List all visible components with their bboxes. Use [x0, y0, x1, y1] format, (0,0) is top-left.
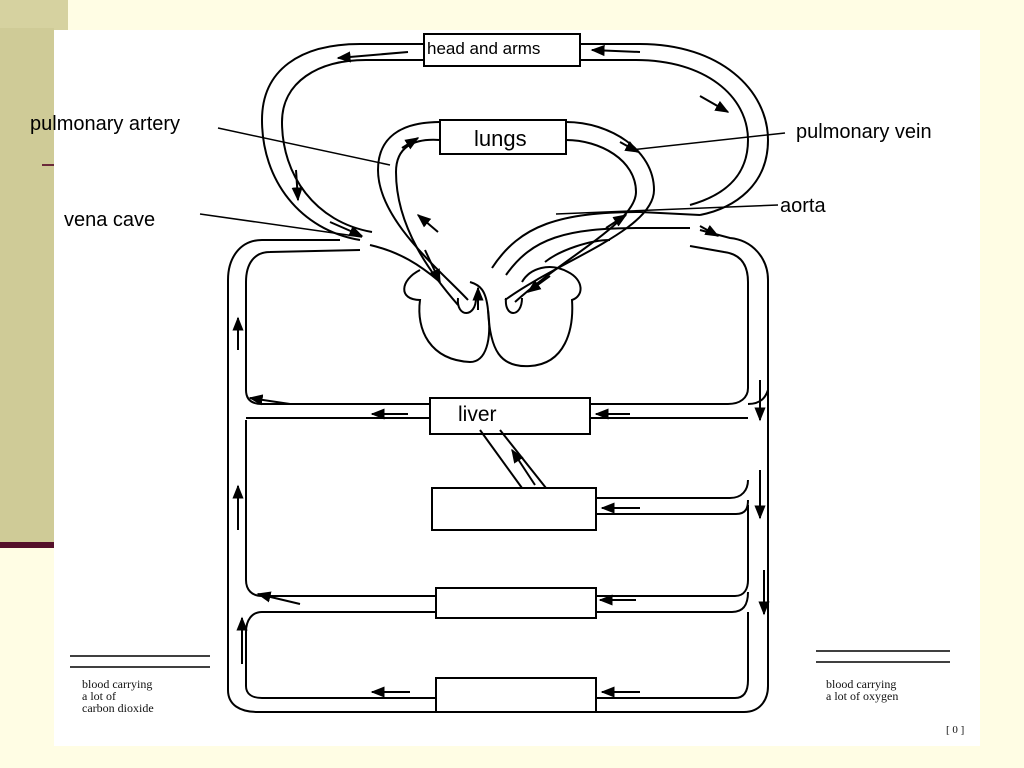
gut-branch-top — [245, 420, 749, 597]
slide-rule — [0, 542, 54, 548]
gut-box — [431, 487, 597, 531]
heart-valve-left — [456, 297, 477, 314]
body-loop-outer — [227, 229, 769, 713]
flow-arrow — [248, 394, 291, 406]
body-loop-inner — [245, 245, 749, 405]
flow-arrow — [699, 224, 720, 237]
head-and-arms-label: head and arms — [427, 39, 541, 58]
lungs-loop-inner — [394, 138, 638, 306]
vena-cave-pointer — [199, 213, 363, 238]
gut-branch-lower — [596, 499, 749, 515]
heart-left-chamber — [403, 269, 491, 364]
flow-arrow — [605, 214, 628, 229]
flow-arrow — [511, 448, 536, 486]
slide-dash — [42, 164, 54, 166]
lungs-box — [439, 119, 567, 155]
legend-deoxygenated-text: blood carrying a lot of carbon dioxide — [82, 677, 154, 715]
lower-branch-upper — [262, 591, 749, 613]
gut-branch-upper — [596, 479, 749, 499]
lungs-label: lungs — [474, 126, 527, 151]
page-number: [ 0 ] — [946, 724, 965, 736]
pulmonary-vein-label: pulmonary vein — [796, 121, 932, 143]
flow-arrow — [699, 95, 730, 113]
lower-branch-left — [245, 611, 749, 699]
heart-inflow-right — [544, 239, 611, 263]
liver-label: liver — [458, 403, 497, 426]
vena-cave-label: vena cave — [64, 209, 156, 231]
aorta-vessel-outer — [491, 210, 701, 269]
aorta-label: aorta — [780, 195, 826, 217]
flow-arrow — [256, 591, 301, 605]
heart-inflow-left — [369, 244, 441, 283]
flow-arrow — [329, 221, 364, 237]
liver-branch-right — [747, 389, 769, 405]
pulmonary-artery-pointer — [217, 127, 391, 166]
pulmonary-artery-label: pulmonary artery — [30, 113, 181, 135]
portal-vein-right — [499, 429, 547, 489]
diagram-canvas — [54, 30, 980, 746]
legs-box — [435, 677, 597, 713]
flow-arrow — [401, 137, 420, 150]
head-loop-outer — [260, 43, 770, 241]
flow-arrow — [590, 44, 641, 57]
flow-arrow — [619, 140, 640, 153]
slide-side-bar-shade — [0, 28, 54, 548]
legend-oxygenated-text: blood carrying a lot of oxygen — [826, 677, 899, 703]
aorta-vessel-inner — [505, 227, 690, 276]
heart-valve-right — [504, 297, 523, 314]
portal-vein-left — [479, 429, 523, 489]
flow-arrow — [526, 275, 551, 293]
kidney-box — [435, 587, 597, 619]
aorta-pointer — [555, 204, 779, 215]
flow-arrow — [336, 51, 409, 63]
head-loop-inner — [280, 59, 750, 233]
heart-right-chamber — [487, 266, 582, 368]
flow-arrow — [291, 169, 303, 202]
head-and-arms-box — [423, 33, 581, 67]
liver-box — [429, 397, 591, 435]
flow-arrow — [424, 249, 441, 284]
flow-arrow — [416, 214, 439, 233]
pulmonary-vein-pointer — [629, 132, 786, 151]
